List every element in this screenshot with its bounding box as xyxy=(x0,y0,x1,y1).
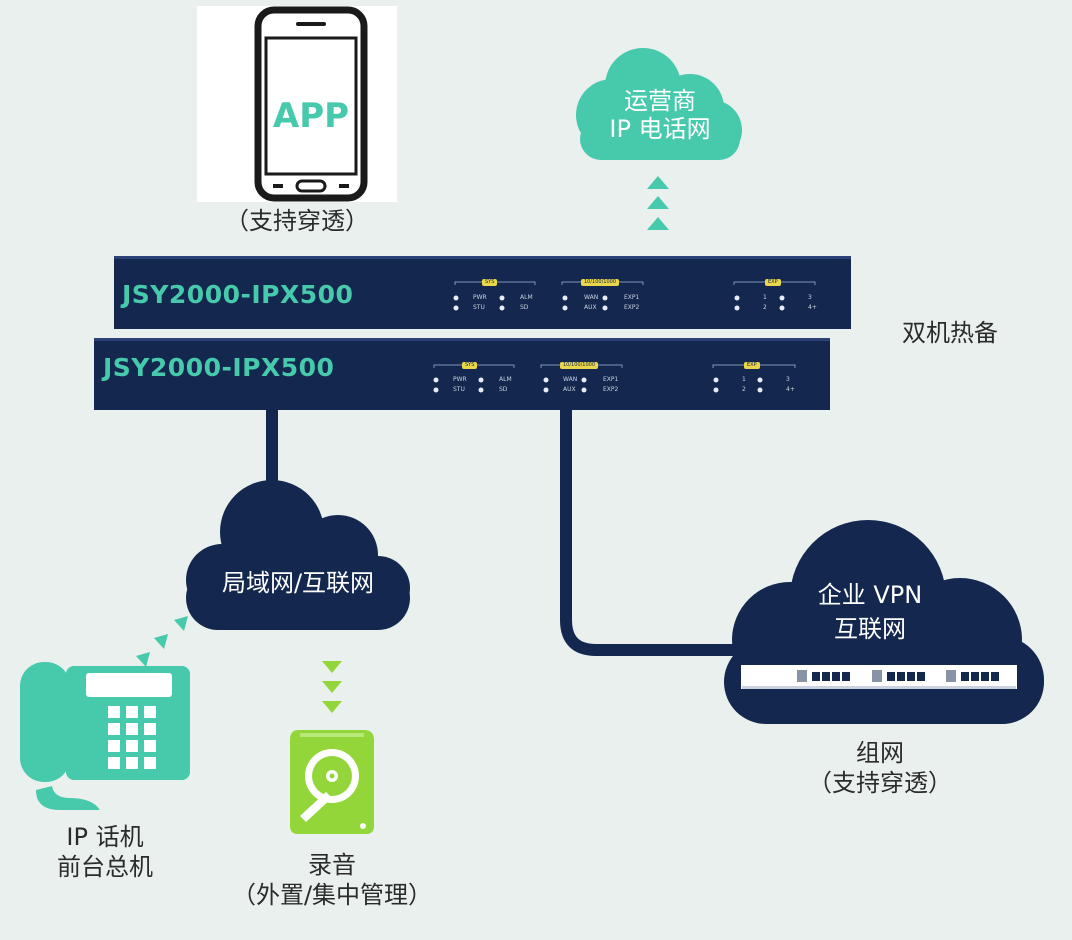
device-1-group-sys: SYS xyxy=(482,279,498,286)
device-1-led-4plus: 4+ xyxy=(808,304,817,311)
device-1-led-1: 1 xyxy=(763,294,767,301)
device-2-led-exp1: EXP1 xyxy=(603,376,619,383)
device-2-led-4plus: 4+ xyxy=(786,386,795,393)
hard-drive-icon xyxy=(290,730,374,834)
app-caption: （支持穿透） xyxy=(225,207,369,235)
upward-arrows-icon xyxy=(647,176,669,230)
device-2-led-sd: SD xyxy=(499,386,508,393)
ip-phone-line2: 前台总机 xyxy=(57,853,153,881)
device-1-led-exp1: EXP1 xyxy=(624,294,640,301)
downward-arrows-icon xyxy=(322,661,342,713)
device-1-led-alm: ALM xyxy=(520,294,533,301)
diagonal-arrows-icon xyxy=(136,616,188,667)
app-label: APP xyxy=(272,96,350,136)
carrier-cloud xyxy=(576,48,742,160)
device-1-led-wan: WAN xyxy=(584,294,599,301)
device-2-group-sys: SYS xyxy=(462,362,478,369)
device-1-group-eth: 10/100/1000 xyxy=(581,279,619,286)
device-2-group-eth: 10/100/1000 xyxy=(560,362,598,369)
smartphone-icon xyxy=(197,6,397,202)
device-2-led-alm: ALM xyxy=(499,376,512,383)
hot-standby-label: 双机热备 xyxy=(902,319,998,347)
carrier-cloud-line1: 运营商 xyxy=(624,87,696,115)
device-1-led-exp2: EXP2 xyxy=(624,304,640,311)
recording-line1: 录音 xyxy=(308,851,356,879)
device-2-led-stu: STU xyxy=(453,386,465,393)
device-2-led-pwr: PWR xyxy=(453,376,467,383)
ip-phone-line1: IP 话机 xyxy=(66,823,144,851)
desk-phone-icon xyxy=(20,662,190,810)
device-2-led-1: 1 xyxy=(742,376,746,383)
vpn-connection-line xyxy=(560,405,760,656)
device-1-led-stu: STU xyxy=(473,304,485,311)
device-2-led-wan: WAN xyxy=(563,376,578,383)
device-2-group-exp: EXP xyxy=(744,362,760,369)
device-1-group-exp: EXP xyxy=(765,279,781,286)
device-chassis-1 xyxy=(114,256,851,329)
device-1-leds xyxy=(453,295,785,311)
recording-line2: （外置/集中管理） xyxy=(231,881,433,909)
device-1-led-sd: SD xyxy=(520,304,529,311)
networking-line1: 组网 xyxy=(856,739,904,767)
device-1-led-2: 2 xyxy=(763,304,767,311)
device-1-led-aux: AUX xyxy=(584,304,597,311)
device-2-led-2: 2 xyxy=(742,386,746,393)
lan-cloud-label: 局域网/互联网 xyxy=(221,569,375,597)
device-2-led-exp2: EXP2 xyxy=(603,386,619,393)
vpn-cloud-line1: 企业 VPN xyxy=(817,581,923,609)
device-2-led-3: 3 xyxy=(786,376,790,383)
lan-cloud xyxy=(186,480,410,630)
networking-line2: （支持穿透） xyxy=(808,769,952,797)
device-1-led-3: 3 xyxy=(808,294,812,301)
device-2-led-aux: AUX xyxy=(563,386,576,393)
vpn-cloud-line2: 互联网 xyxy=(834,615,906,643)
device-2-model: JSY2000-IPX500 xyxy=(103,353,335,382)
device-1-led-pwr: PWR xyxy=(473,294,487,301)
network-switch-icon xyxy=(739,663,1019,691)
carrier-cloud-line2: IP 电话网 xyxy=(609,115,711,143)
device-1-model: JSY2000-IPX500 xyxy=(122,280,354,309)
device-2-leds xyxy=(433,377,763,393)
